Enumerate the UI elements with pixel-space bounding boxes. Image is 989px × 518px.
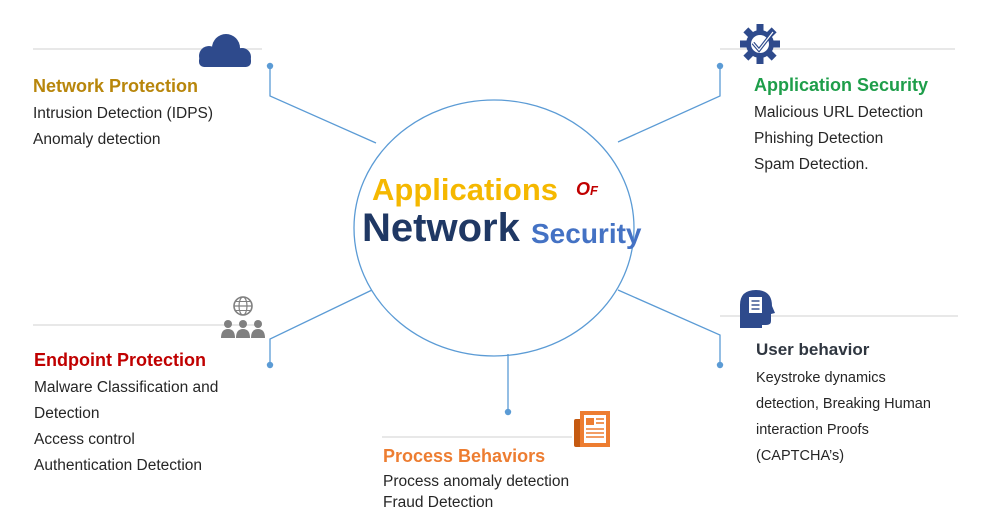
list-item: Malware Classification and (34, 379, 219, 396)
connector-dot-application-security (716, 62, 724, 70)
section-application-security: Application Security Malicious URL Detec… (754, 74, 974, 178)
section-title: Endpoint Protection (34, 350, 206, 370)
list-item: Malicious URL Detection (754, 104, 924, 121)
center-title-word-of: Of (576, 179, 598, 199)
globe-people-icon (221, 296, 265, 338)
list-item: Process anomaly detection (383, 473, 570, 490)
list-item: Fraud Detection (383, 494, 494, 511)
section-process-behaviors: Process Behaviors Process anomaly detect… (383, 445, 613, 513)
list-item: interaction Proofs (756, 422, 869, 438)
connector-dot-endpoint-protection (266, 361, 274, 369)
list-item: Spam Detection. (754, 156, 869, 173)
list-item: Access control (34, 431, 135, 448)
list-item: (CAPTCHA’s) (756, 448, 845, 464)
list-item: Keystroke dynamics (756, 370, 886, 386)
section-title: User behavior (756, 340, 870, 359)
center-title-word-security: Security (531, 218, 642, 249)
list-item: Detection (34, 405, 100, 422)
list-item: Authentication Detection (34, 457, 203, 474)
section-endpoint-protection: Endpoint Protection Malware Classificati… (34, 349, 264, 479)
connector-application-security (617, 66, 721, 143)
section-title: Application Security (754, 75, 929, 95)
gear-check-icon (740, 24, 780, 64)
head-document-icon (740, 290, 775, 328)
center-circle (353, 99, 635, 357)
section-title: Network Protection (33, 76, 199, 96)
connector-endpoint-protection (269, 289, 373, 365)
newspaper-icon (574, 411, 610, 447)
connector-network-protection (269, 66, 377, 144)
connector-dot-user-behavior (716, 361, 724, 369)
section-user-behavior: User behavior Keystroke dynamics detecti… (756, 339, 981, 469)
list-item: Phishing Detection (754, 130, 884, 147)
list-item: Intrusion Detection (IDPS) (33, 105, 214, 122)
list-item: Anomaly detection (33, 131, 161, 148)
center-title-word-applications: Applications (372, 172, 559, 207)
center-title-word-network: Network (362, 206, 520, 250)
cloud-icon (199, 34, 251, 67)
section-network-protection: Network Protection Intrusion Detection (… (33, 75, 263, 153)
connector-user-behavior (617, 289, 721, 365)
section-title: Process Behaviors (383, 446, 546, 466)
connector-dot-network-protection (266, 62, 274, 70)
list-item: detection, Breaking Human (756, 396, 931, 412)
connector-dot-process-behaviors (504, 408, 512, 416)
